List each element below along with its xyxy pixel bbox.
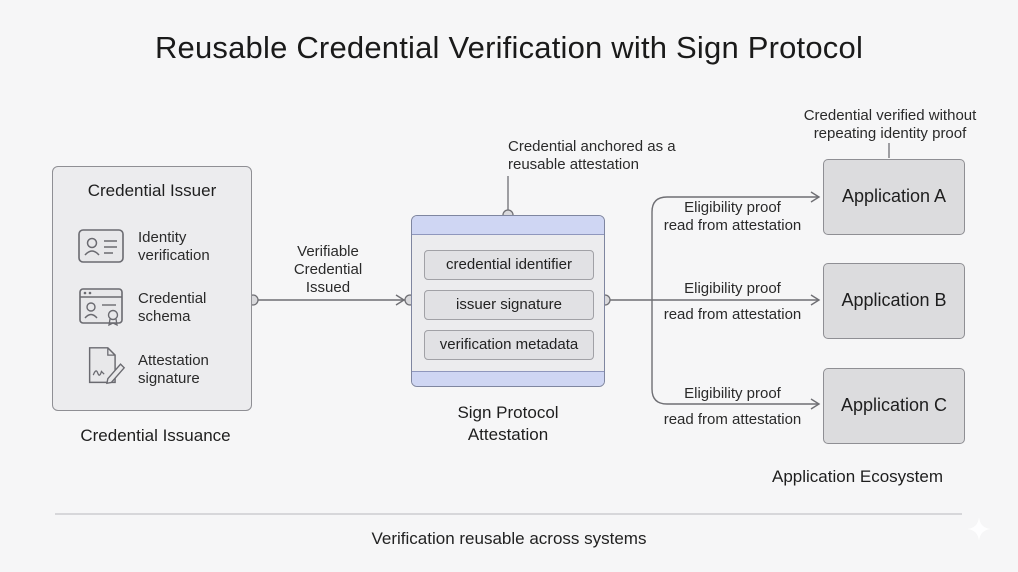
- attestation-footer-bar: [412, 371, 604, 386]
- issued-flow-label: Verifiable Credential Issued: [278, 243, 378, 297]
- branch-b-label: Eligibility proof read from attestation: [650, 280, 815, 324]
- application-a-box: Application A: [823, 159, 965, 235]
- branch-c-line2: read from attestation: [663, 411, 802, 428]
- sign-protocol-attestation-label: Sign Protocol Attestation: [408, 402, 608, 446]
- schema-certificate-icon: [79, 288, 123, 327]
- footer-caption: Verification reusable across systems: [371, 529, 647, 548]
- branch-c-line: [651, 300, 819, 405]
- branch-a-label: Eligibility proof read from attestation: [650, 199, 815, 235]
- branch-a-line2: read from attestation: [663, 217, 802, 234]
- sign-protocol-attestation-box: credential identifier issuer signature v…: [411, 215, 605, 387]
- application-b-box: Application B: [823, 263, 965, 339]
- issuer-item-schema-line1: Credential: [138, 290, 207, 307]
- issuer-item-schema-line2: schema: [138, 308, 191, 325]
- issuer-item-signature-line1: Attestation: [138, 352, 209, 369]
- credential-issuance-label: Credential Issuance: [80, 426, 231, 445]
- field-verification-metadata: verification metadata: [424, 330, 594, 360]
- verified-annotation-line1: Credential verified without: [803, 107, 977, 124]
- sparkle-icon: [967, 517, 991, 541]
- page-title: Reusable Credential Verification with Si…: [154, 30, 864, 65]
- anchor-annotation-line2: reusable attestation: [508, 156, 639, 173]
- issuer-item-schema-label: Credential schema: [138, 290, 206, 326]
- issued-flow-line1: Verifiable: [297, 243, 359, 260]
- issuer-item-signature-label: Attestation signature: [138, 352, 209, 388]
- attestation-label-line1: Sign Protocol: [457, 403, 559, 422]
- branch-a-line: [651, 196, 819, 300]
- attestation-header-bar: [412, 216, 604, 235]
- verified-annotation: Credential verified without repeating id…: [790, 107, 990, 143]
- field-credential-identifier: credential identifier: [424, 250, 594, 280]
- field-issuer-signature: issuer signature: [424, 290, 594, 320]
- anchor-annotation-line1: Credential anchored as a: [508, 138, 676, 155]
- id-card-icon: [78, 229, 124, 263]
- branch-b-line2: read from attestation: [663, 306, 802, 323]
- signed-document-icon: [88, 347, 126, 385]
- branch-c-line1: Eligibility proof: [684, 385, 781, 402]
- anchor-annotation: Credential anchored as a reusable attest…: [508, 138, 698, 174]
- verified-annotation-line2: repeating identity proof: [813, 125, 967, 142]
- application-ecosystem-label: Application Ecosystem: [772, 467, 944, 486]
- credential-issuer-title: Credential Issuer: [87, 181, 217, 200]
- issuer-item-identity-line1: Identity: [138, 229, 187, 246]
- branch-a-line1: Eligibility proof: [684, 199, 781, 216]
- branch-b-line1: Eligibility proof: [684, 280, 781, 297]
- issued-flow-line3: Issued: [305, 279, 351, 296]
- attestation-label-line2: Attestation: [467, 425, 549, 444]
- issued-flow-line2: Credential: [293, 261, 363, 278]
- issuer-item-identity-line2: verification: [138, 247, 210, 264]
- branch-c-label: Eligibility proof read from attestation: [650, 385, 815, 429]
- application-c-box: Application C: [823, 368, 965, 444]
- issuer-item-signature-line2: signature: [138, 370, 200, 387]
- issuer-item-identity-label: Identity verification: [138, 229, 210, 265]
